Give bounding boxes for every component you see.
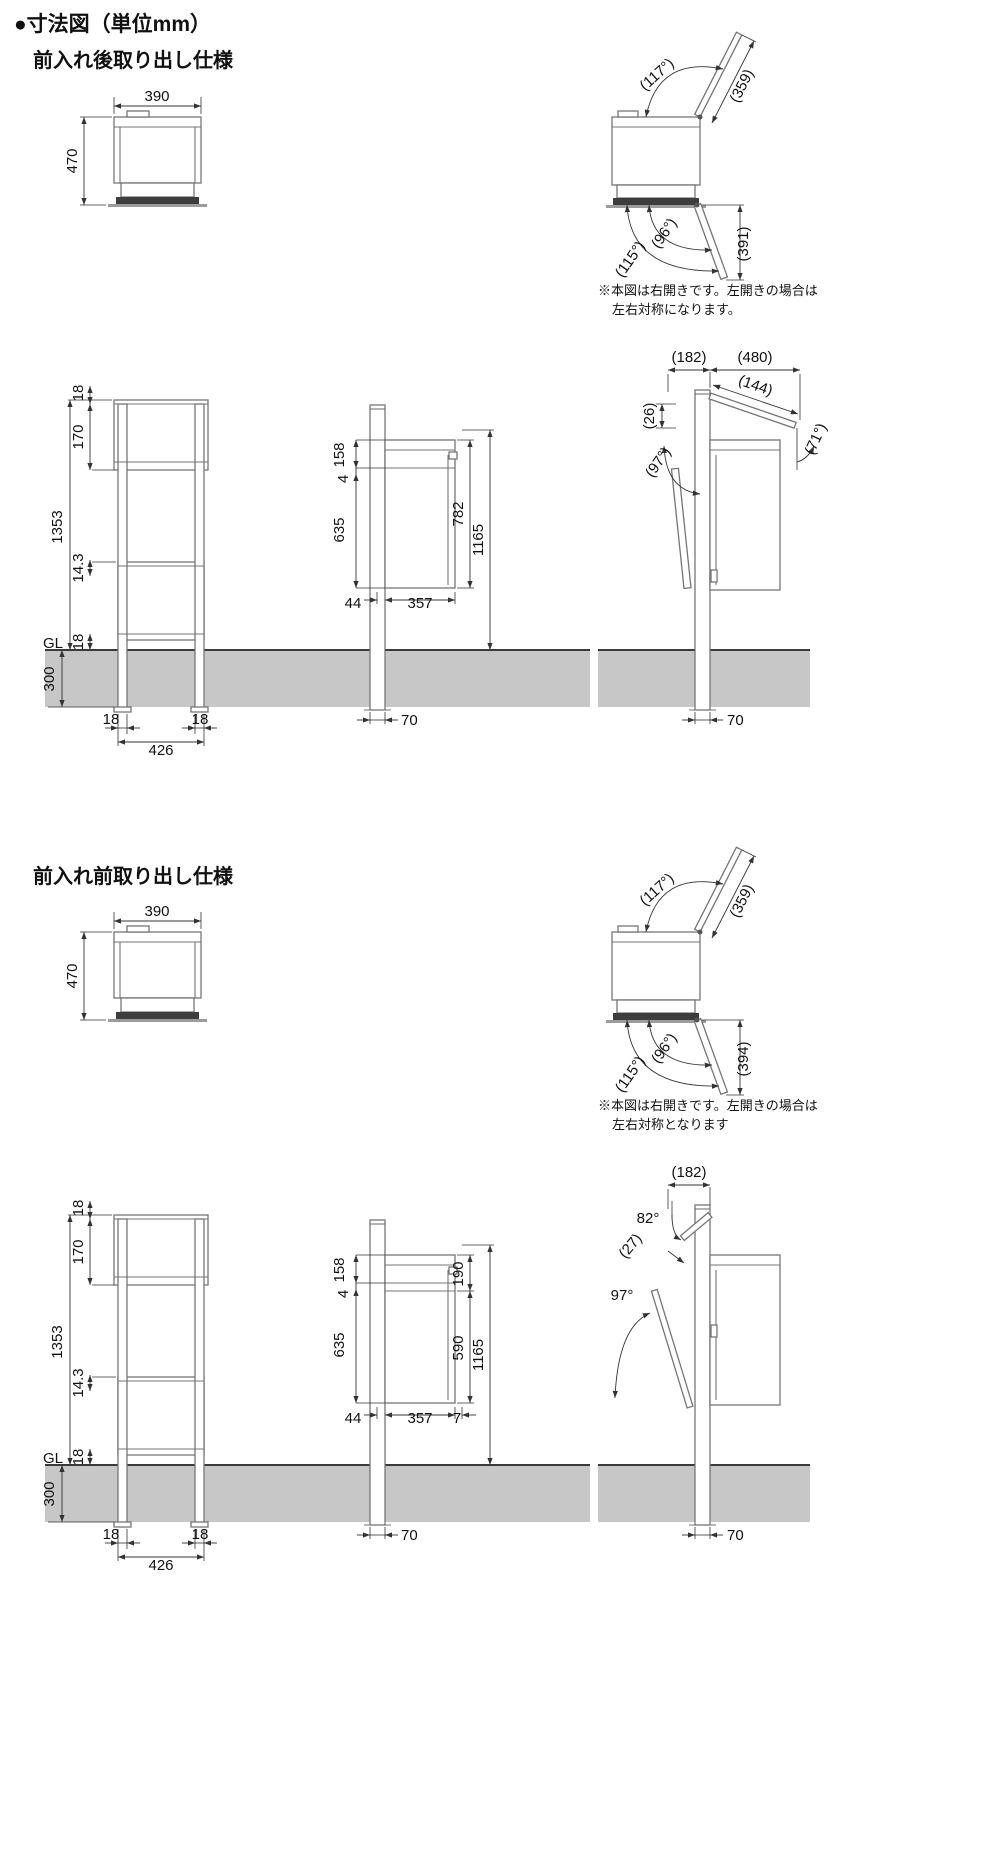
dim-height-470: 470 (64, 148, 81, 173)
dim-door-drop: (391) (735, 226, 752, 261)
dim-base-18l: 18 (103, 711, 120, 728)
section1-note: ※本図は右開きです。左開きの場合は 左右対称になります。 (598, 282, 818, 320)
dim-4: 4 (335, 475, 352, 483)
dim-300: 300 (41, 666, 58, 691)
dim-door-angle-outer: (115°) (612, 238, 649, 280)
dim-base-18r: 18 (192, 711, 209, 728)
dim-27: (27) (615, 1230, 645, 1261)
section2-title: 前入れ前取り出し仕様 (33, 866, 233, 888)
dim-26: (26) (641, 403, 658, 430)
dim-post-70-right: 70 (727, 1527, 744, 1544)
box-front-view (80, 97, 207, 207)
dim-door-angle-inner: (96°) (648, 215, 681, 252)
gl-label: GL (43, 1450, 63, 1467)
section1-note-line1: ※本図は右開きです。左開きの場合は (598, 283, 818, 298)
box-front-view (80, 912, 207, 1022)
section1-drawing: 390 470 (117°) (359) (96°) (115°) (391) … (41, 32, 831, 759)
dim-182: (182) (671, 1164, 706, 1181)
box-lid-open-view (606, 32, 756, 280)
dim-width-390: 390 (144, 903, 169, 920)
dim-144: (144) (736, 372, 775, 399)
dim-71deg: (71°) (801, 421, 830, 458)
dim-low-18: 18 (70, 634, 87, 651)
dim-158: 158 (331, 442, 348, 467)
dim-1353: 1353 (49, 510, 66, 543)
dim-44: 44 (345, 1410, 362, 1427)
page-title: ●寸法図（単位mm） (14, 13, 212, 36)
section2-drawing: 390 470 (117°) (359) (96°) (115°) (394) … (41, 847, 811, 1574)
dim-door-angle-outer: (115°) (612, 1053, 649, 1095)
dim-1165: 1165 (470, 524, 487, 556)
dim-base-426: 426 (148, 1557, 173, 1574)
dim-635: 635 (331, 1332, 348, 1357)
dim-97deg: (97°) (642, 444, 675, 481)
dim-low-18: 18 (70, 1449, 87, 1466)
dim-182: (182) (671, 349, 706, 366)
dim-door-angle-inner: (96°) (648, 1030, 681, 1067)
dim-1165: 1165 (470, 1339, 487, 1371)
section1-title: 前入れ後取り出し仕様 (33, 50, 233, 72)
section2-note-line1: ※本図は右開きです。左開きの場合は (598, 1098, 818, 1113)
dim-190: 190 (450, 1261, 467, 1286)
dim-base-426: 426 (148, 742, 173, 759)
section2-note-line2: 左右対称となります (612, 1116, 729, 1132)
section1-note-line2: 左右対称になります。 (612, 301, 741, 317)
dim-97deg: 97° (611, 1287, 634, 1304)
dim-635: 635 (331, 517, 348, 542)
dim-44: 44 (345, 595, 362, 612)
dim-width-390: 390 (144, 88, 169, 105)
gl-label: GL (43, 635, 63, 652)
dim-158: 158 (331, 1257, 348, 1282)
dim-top-18: 18 (70, 1200, 87, 1217)
dim-357: 357 (407, 1410, 432, 1427)
dim-door-drop: (394) (735, 1041, 752, 1076)
dim-post-70-mid: 70 (401, 712, 418, 729)
dim-590: 590 (450, 1335, 467, 1360)
dim-14-3: 14.3 (70, 553, 87, 582)
dim-base-18r: 18 (192, 1526, 209, 1543)
dim-170: 170 (70, 424, 87, 449)
dim-height-470: 470 (64, 963, 81, 988)
section2-note: ※本図は右開きです。左開きの場合は 左右対称となります (598, 1097, 818, 1135)
dim-top-18: 18 (70, 385, 87, 402)
dim-1353: 1353 (49, 1325, 66, 1358)
dim-post-70-mid: 70 (401, 1527, 418, 1544)
dim-357: 357 (407, 595, 432, 612)
dim-post-70-right: 70 (727, 712, 744, 729)
dim-300: 300 (41, 1481, 58, 1506)
dim-4: 4 (335, 1290, 352, 1298)
box-lid-open-view (606, 847, 756, 1095)
dim-480: (480) (737, 349, 772, 366)
dim-base-18l: 18 (103, 1526, 120, 1543)
dim-170: 170 (70, 1239, 87, 1264)
dim-7: 7 (453, 1410, 461, 1427)
dim-82deg: 82° (637, 1210, 660, 1227)
dim-14-3: 14.3 (70, 1368, 87, 1397)
dim-782: 782 (450, 501, 467, 526)
